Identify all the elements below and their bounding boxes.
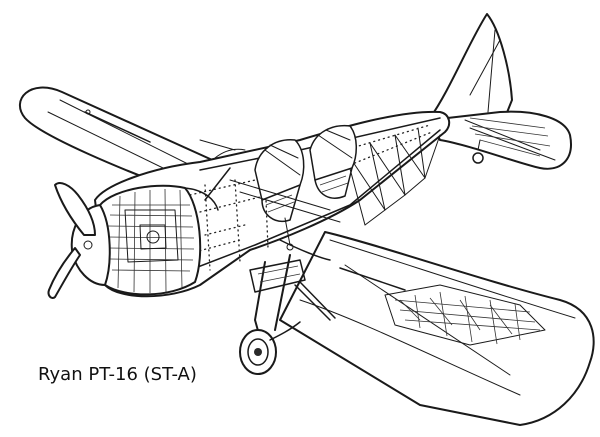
figure-caption: Ryan PT-16 (ST-A): [38, 364, 197, 385]
landing-gear: [239, 254, 336, 375]
wing-root-fillet: [199, 139, 331, 261]
right-wing: [279, 231, 595, 426]
cockpits: [229, 124, 357, 251]
propeller: [47, 182, 111, 300]
tail-assembly: [429, 13, 572, 170]
